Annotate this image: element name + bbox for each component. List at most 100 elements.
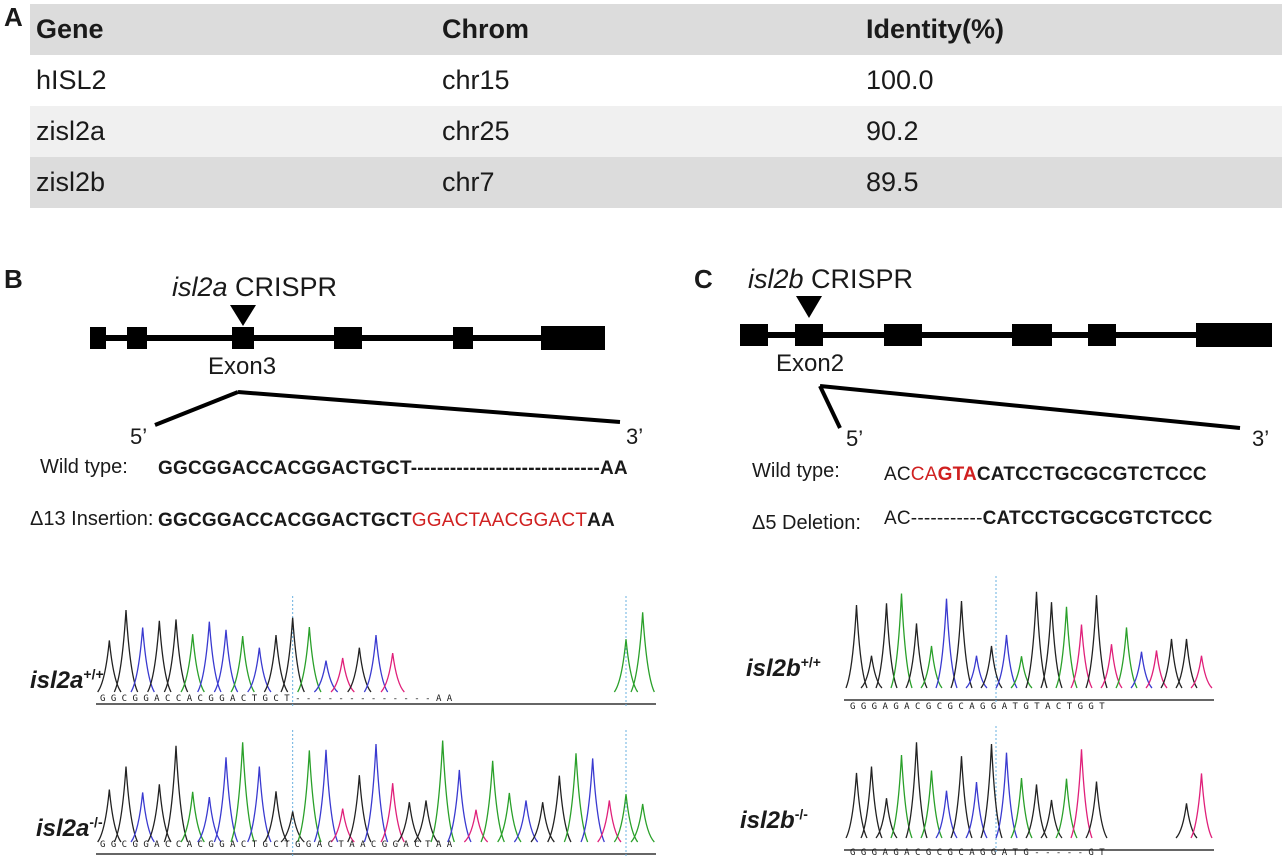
trace-peak <box>875 798 898 839</box>
trace-peak <box>413 800 439 843</box>
trace-peak <box>513 800 539 843</box>
trace-peak <box>1055 606 1078 689</box>
genotype-isl2a-mut: isl2a-/- <box>36 814 103 843</box>
genotype-isl2a-wt: isl2a+/+ <box>30 666 104 695</box>
table-cell: chr7 <box>442 167 495 197</box>
trace-peak <box>860 766 883 839</box>
chromatogram-isl2a-mut <box>96 730 656 856</box>
deletion-label: Δ5 Deletion: <box>752 512 861 534</box>
trace-peak <box>363 743 389 843</box>
exon-box <box>541 326 605 350</box>
trace-peak <box>197 621 222 693</box>
table-cell: 100.0 <box>866 65 934 95</box>
trace-peak <box>920 770 943 839</box>
insertion-sequence: GGCGGACCACGGACTGCTGGACTAACGGACTAA <box>158 510 615 532</box>
table-row: zisl2a chr25 90.2 <box>30 106 1282 157</box>
trace-peak <box>597 800 622 843</box>
geno-name: isl2b <box>740 807 795 834</box>
wild-type-label-c: Wild type: <box>752 460 840 482</box>
trace-peak <box>890 754 913 839</box>
trace-peak <box>950 756 973 839</box>
seq-part: AA <box>587 510 615 531</box>
trace-peak <box>950 600 973 689</box>
trace-peak <box>995 752 1018 839</box>
zoom-line <box>237 390 621 424</box>
panel-label-a: A <box>4 2 23 32</box>
wild-type-sequence-c: ACCAGTACATCCTGCGCGTCTCCC <box>884 464 1207 486</box>
table-header-cell: Gene <box>36 14 104 44</box>
seq-part: CATCCTGCGCGTCTCCC <box>982 508 1213 529</box>
table-cell: zisl2a <box>36 116 106 146</box>
isl2b-crispr-label: isl2b CRISPR <box>748 264 913 295</box>
crispr-target-arrow <box>230 305 256 326</box>
table-cell: zisl2b <box>36 167 106 197</box>
trace-peak <box>230 742 255 843</box>
table-header-row: Gene Chrom Identity(%) <box>30 4 1282 55</box>
trace-sequence-isl2a-wt: G G C G G A C C A C G G A C T G C T - - … <box>100 694 453 704</box>
trace-peak <box>1130 651 1153 689</box>
wild-type-sequence-b: GGCGGACCACGGACTGCT----------------------… <box>158 458 628 480</box>
trace-peak <box>980 744 1003 839</box>
trace-peak <box>497 792 522 843</box>
trace-peak <box>1190 773 1213 839</box>
trace-peak <box>380 652 405 693</box>
seq-gap: ----------- <box>910 508 983 529</box>
table-row: zisl2b chr7 89.5 <box>30 157 1282 208</box>
three-prime-label: 3’ <box>1252 426 1270 451</box>
trace-peak <box>965 655 988 689</box>
trace-peak <box>1115 627 1138 689</box>
trace-peak <box>920 645 943 689</box>
exon2-label: Exon2 <box>776 350 845 377</box>
trace-peak <box>147 620 172 693</box>
five-prime-label: 5’ <box>130 424 148 449</box>
geno-sup: -/- <box>794 806 808 822</box>
table-cell: 89.5 <box>866 167 919 197</box>
trace-peak <box>905 742 928 839</box>
trace-peak <box>297 627 322 693</box>
trace-peak <box>630 803 655 843</box>
trace-peak <box>1040 602 1063 689</box>
table-cell: chr15 <box>442 65 510 95</box>
geno-sup: -/- <box>89 814 103 830</box>
trace-peak <box>1070 749 1093 839</box>
seq-part: AC <box>884 508 911 529</box>
exon-box <box>1088 324 1116 346</box>
trace-peak <box>313 660 339 693</box>
seq-part: AA <box>600 458 628 479</box>
exon-box <box>884 324 922 346</box>
geno-name: isl2a <box>36 815 90 842</box>
trace-peak <box>845 604 868 689</box>
exon-box <box>1196 323 1272 347</box>
trace-peak <box>380 783 405 843</box>
crispr-gene-name: isl2a <box>172 272 228 302</box>
seq-part: CATCCTGCGCGTCTCCC <box>976 464 1207 485</box>
exon-box <box>334 327 362 349</box>
seq-red-bold: GTA <box>937 464 977 485</box>
trace-sequence-isl2b-mut: G G G A G A C G C G C A G G A T G - - - … <box>850 848 1105 858</box>
wild-type-label-b: Wild type: <box>40 456 128 478</box>
geno-name: isl2a <box>30 667 84 694</box>
trace-peak <box>347 775 372 843</box>
exon-box-target <box>795 324 823 346</box>
exon-box <box>1012 324 1052 346</box>
seq-red: CA <box>910 464 938 485</box>
zoom-line <box>819 384 1241 430</box>
table-header-cell: Chrom <box>442 14 529 44</box>
trace-sequence-isl2b-wt: G G G A G A C G C G C A G G A T G T A C … <box>850 702 1105 712</box>
trace-peak <box>330 808 355 843</box>
isl2a-crispr-label: isl2a CRISPR <box>172 272 337 303</box>
trace-peak <box>1025 591 1048 689</box>
trace-peak <box>630 612 655 693</box>
trace-peak <box>547 775 572 843</box>
exon-box-target <box>232 327 254 349</box>
insertion-label: Δ13 Insertion: <box>30 508 154 530</box>
seq-gap: ----------------------------- <box>410 458 601 479</box>
trace-peak <box>860 655 883 689</box>
trace-peak <box>397 802 422 843</box>
trace-peak <box>280 811 305 843</box>
crispr-suffix: CRISPR <box>803 264 914 294</box>
seq-part: GGCGGACCACGGACTGCT <box>158 458 411 479</box>
trace-peak <box>875 603 898 689</box>
table-row: hISL2 chr15 100.0 <box>30 55 1282 106</box>
trace-peak <box>180 634 205 693</box>
